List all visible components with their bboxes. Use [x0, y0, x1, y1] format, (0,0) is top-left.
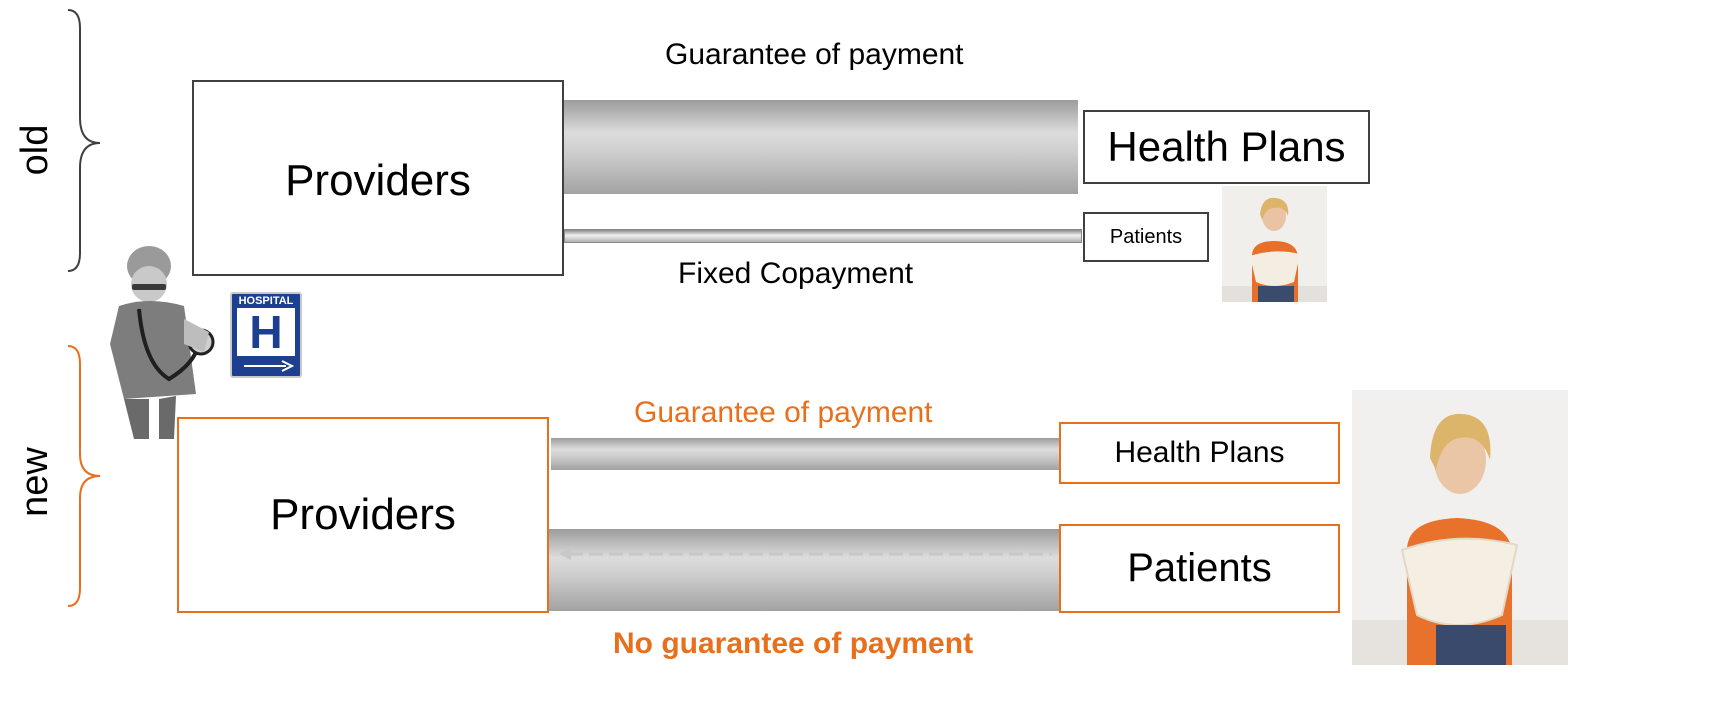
- new-patients-box: Patients: [1059, 524, 1340, 613]
- new-health-plans-label: Health Plans: [1114, 436, 1285, 469]
- patient-photo-large: [1352, 390, 1568, 665]
- old-guarantee-caption: Guarantee of payment: [665, 38, 964, 71]
- new-patients-label: Patients: [1127, 546, 1272, 590]
- new-guarantee-bar: [551, 438, 1061, 470]
- arrow-right-icon: [244, 360, 295, 372]
- new-providers-box: Providers: [177, 417, 549, 613]
- old-providers-box: Providers: [192, 80, 564, 276]
- hospital-sign-text: HOSPITAL: [238, 295, 294, 307]
- new-section-label: new: [14, 447, 56, 517]
- old-copayment-caption: Fixed Copayment: [678, 257, 914, 290]
- hospital-sign-letter: H: [237, 308, 295, 356]
- old-providers-label: Providers: [285, 156, 471, 205]
- old-health-plans-box: Health Plans: [1083, 110, 1370, 184]
- patient-photo-small: [1222, 186, 1327, 302]
- new-brace: [67, 345, 101, 607]
- old-section-label: old: [14, 124, 56, 176]
- new-no-guarantee-bar: [549, 529, 1061, 611]
- new-providers-label: Providers: [270, 490, 456, 539]
- hospital-sign: HOSPITAL H: [230, 292, 302, 378]
- new-guarantee-caption: Guarantee of payment: [634, 396, 933, 429]
- old-health-plans-label: Health Plans: [1107, 123, 1346, 170]
- doctor-image: [110, 246, 215, 439]
- old-copayment-bar: [564, 229, 1082, 243]
- old-patients-box: Patients: [1083, 212, 1209, 262]
- old-brace: [67, 9, 101, 272]
- old-guarantee-bar: [564, 100, 1078, 194]
- new-health-plans-box: Health Plans: [1059, 422, 1340, 484]
- old-patients-label: Patients: [1109, 225, 1183, 248]
- dashed-arrow-icon: [559, 548, 1052, 560]
- new-no-guarantee-caption: No guarantee of payment: [613, 627, 974, 660]
